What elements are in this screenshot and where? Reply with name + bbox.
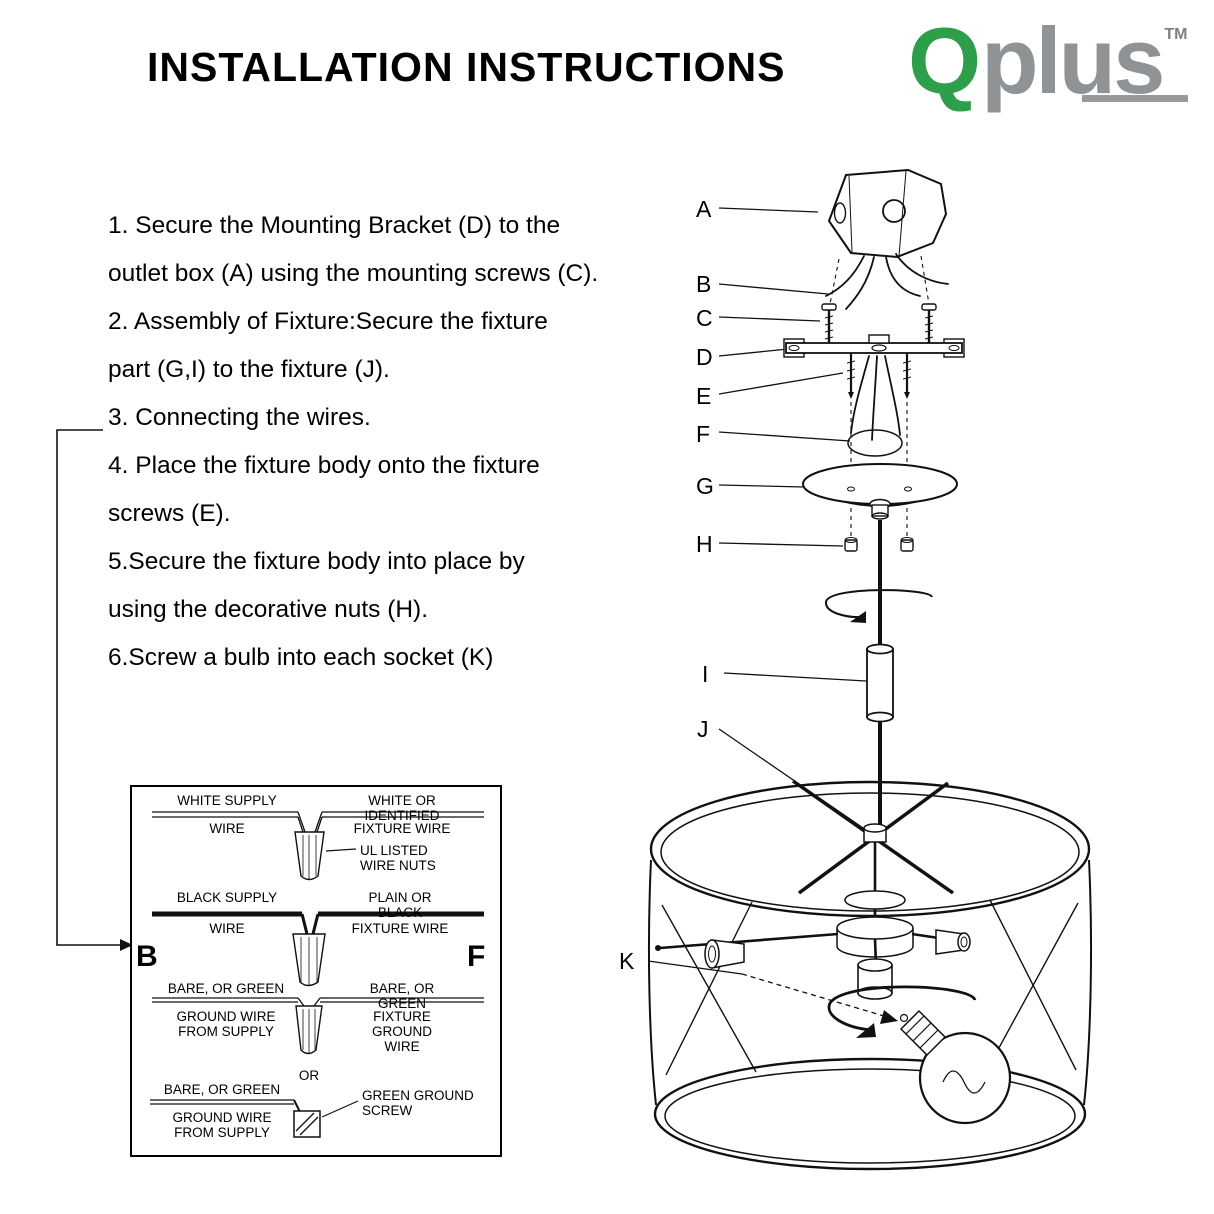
decorative-nuts-drawing (844, 537, 914, 552)
stem-drawing (866, 643, 894, 723)
black-supply-sub-label: WIRE (209, 921, 245, 936)
logo-word-plus: plus (981, 8, 1165, 113)
white-wire-lines (152, 811, 484, 833)
mounting-bracket-drawing (783, 334, 965, 358)
black-supply-label: BLACK SUPPLY (176, 890, 278, 905)
diagram-label-i: I (702, 661, 709, 687)
diagram-label-e: E (696, 383, 712, 409)
black-fixture-label: PLAIN OR BLACK (368, 890, 432, 920)
ground-fixture-label: BARE, OR GREEN (369, 981, 435, 1011)
wire-nuts-note: UL LISTED WIRE NUTS (360, 843, 436, 873)
logo-letter-q: Q (908, 8, 982, 113)
wire-nut-icon-3 (295, 1005, 323, 1055)
diagram-label-h: H (696, 531, 713, 557)
canopy-drawing (802, 463, 958, 520)
instruction-step-6: 6.Screw a bulb into each socket (K) (108, 644, 494, 671)
white-fixture-label: WHITE OR IDENTIFIED (364, 793, 440, 823)
instructions-list: 1. Secure the Mounting Bracket (D) to th… (108, 202, 688, 682)
wire-nut-icon-2 (292, 933, 326, 987)
ground-screw-wire-label: BARE, OR GREEN (163, 1082, 281, 1097)
diagram-label-d: D (696, 344, 713, 370)
black-wire-lines (152, 911, 484, 935)
supply-wires-drawing (825, 253, 949, 310)
fixture-screws-drawing (846, 353, 912, 536)
instruction-step-1: 1. Secure the Mounting Bracket (D) to th… (108, 212, 599, 287)
page-title: INSTALLATION INSTRUCTIONS (147, 44, 786, 90)
ground-screw-wire-sub-label: GROUND WIRE FROM SUPPLY (172, 1110, 272, 1140)
wiring-label-b: B (136, 940, 158, 973)
green-ground-screw-icon (293, 1110, 321, 1138)
diagram-label-g: G (696, 473, 714, 499)
white-supply-sub-label: WIRE (209, 821, 245, 836)
black-fixture-sub-label: FIXTURE WIRE (351, 921, 449, 936)
rotation-arrow-upper (825, 589, 933, 623)
instruction-step-2: 2. Assembly of Fixture:Secure the fixtur… (108, 308, 548, 383)
fixture-wires-drawing (847, 355, 903, 457)
sockets-drawing (655, 890, 971, 1000)
ground-wire-lines (152, 997, 484, 1007)
instruction-step-4: 4. Place the fixture body onto the fixtu… (108, 452, 540, 527)
ground-supply-sub-label: GROUND WIRE FROM SUPPLY (176, 1009, 276, 1039)
diagram-label-b: B (696, 271, 712, 297)
ground-screw-lines (150, 1099, 359, 1118)
trademark-symbol: TM (1164, 26, 1188, 43)
bulb-insertion-guide (741, 973, 898, 1024)
mounting-screws-drawing (821, 303, 937, 345)
qplus-logo: Q plus TM (908, 8, 1188, 113)
instruction-step-3: 3. Connecting the wires. (108, 404, 371, 431)
wire-nut-icon-1 (294, 831, 357, 881)
wiring-diagram-box: WHITE SUPPLY WIRE WHITE OR IDENTIFIED FI… (130, 785, 502, 1157)
wiring-diagram-art (150, 811, 484, 1138)
diagram-label-j: J (697, 716, 709, 742)
light-bulb-drawing (899, 1009, 1012, 1125)
rotation-arrow-lower (827, 985, 977, 1038)
diagram-label-k: K (619, 948, 635, 974)
cage-fixture-drawing (647, 779, 1093, 1171)
diagram-label-f: F (696, 421, 711, 447)
ground-supply-label: BARE, OR GREEN (167, 981, 285, 996)
wiring-label-f: F (467, 940, 486, 973)
white-fixture-sub-label: FIXTURE WIRE (353, 821, 451, 836)
or-label: OR (298, 1068, 320, 1083)
diagram-label-a: A (696, 196, 712, 222)
instruction-step-5: 5.Secure the fixture body into place by … (108, 548, 525, 623)
ground-fixture-sub-label: FIXTURE GROUND WIRE (372, 1009, 432, 1054)
outlet-box-drawing (827, 168, 948, 305)
logo-underline (1082, 95, 1188, 102)
white-supply-label: WHITE SUPPLY (177, 793, 277, 808)
diagram-label-c: C (696, 305, 713, 331)
green-ground-screw-note: GREEN GROUND SCREW (362, 1088, 474, 1118)
